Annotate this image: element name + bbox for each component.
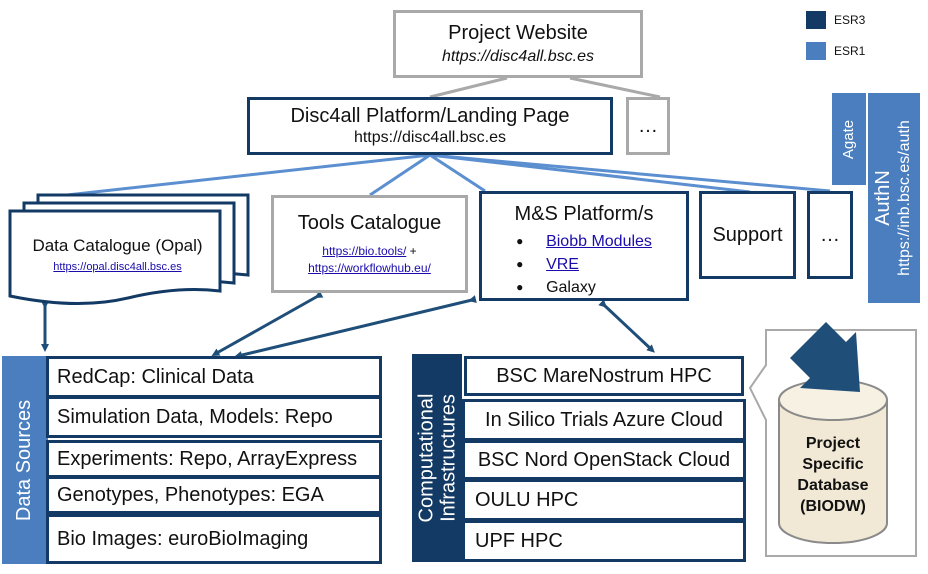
computational-line2: Infrastructures xyxy=(437,394,459,522)
database-arrow-icon xyxy=(790,322,860,392)
legend-swatch-esr3 xyxy=(806,11,826,29)
database-line3: Database xyxy=(797,477,869,494)
ms-datasources-arrow xyxy=(234,295,477,359)
ellipsis-box-second: … xyxy=(807,191,853,279)
legend-swatch-esr1 xyxy=(806,42,826,60)
authn-panel: AuthN https://inb.bsc.es/auth xyxy=(868,93,920,303)
tools-catalogue-line1: https://bio.tools/ + xyxy=(322,243,416,259)
infra-row: UPF HPC xyxy=(462,520,746,562)
landing-page-title: Disc4all Platform/Landing Page xyxy=(290,105,570,127)
database-line2: Specific xyxy=(802,456,864,473)
agate-label: Agate xyxy=(840,119,858,159)
database-line4: (BIODW) xyxy=(800,498,866,515)
tools-plus: + xyxy=(406,244,417,258)
computational-line1: Computational xyxy=(415,393,437,523)
ms-item-vre: ● VRE xyxy=(516,253,652,276)
agate-tab: Agate xyxy=(832,93,866,185)
biobb-link[interactable]: Biobb Modules xyxy=(546,233,652,250)
ms-item-galaxy: ● Galaxy xyxy=(516,276,652,299)
landing-to-ms-line xyxy=(429,153,486,193)
infra-label: BSC MareNostrum HPC xyxy=(496,364,712,387)
bullet-icon: ● xyxy=(516,280,524,294)
data-source-label: Experiments: Repo, ArrayExpress xyxy=(57,447,358,470)
tools-catalogue-box: Tools Catalogue https://bio.tools/ + htt… xyxy=(271,195,468,293)
data-sources-label: Data Sources xyxy=(13,399,36,521)
website-to-ellipsis-line xyxy=(569,76,661,99)
vre-link[interactable]: VRE xyxy=(546,256,579,273)
legend-item-esr3: ESR3 xyxy=(806,11,865,29)
computational-text: Computational Infrastructures xyxy=(415,394,459,523)
ellipsis-second-text: … xyxy=(820,224,840,246)
database-cylinder xyxy=(778,379,888,544)
authn-url: https://inb.bsc.es/auth xyxy=(896,120,913,276)
data-source-label: Simulation Data, Models: Repo xyxy=(57,405,333,428)
landing-to-data-catalogue-line xyxy=(39,153,431,200)
infra-row: OULU HPC xyxy=(462,479,746,521)
ms-platform-title: M&S Platform/s xyxy=(514,203,654,225)
authn-label: AuthN xyxy=(872,170,894,226)
ms-platform-box: M&S Platform/s ● Biobb Modules ● VRE ● Gala… xyxy=(479,191,689,301)
project-website-box: Project Website https://disc4all.bsc.es xyxy=(393,10,643,78)
website-to-landing-line xyxy=(429,76,508,99)
data-catalogue-stack xyxy=(8,193,250,306)
galaxy-label: Galaxy xyxy=(546,279,596,296)
computational-panel: Computational Infrastructures xyxy=(412,354,462,562)
legend-item-esr1: ESR1 xyxy=(806,42,865,60)
infra-label: BSC Nord OpenStack Cloud xyxy=(477,448,731,471)
data-sources-panel: Data Sources xyxy=(2,356,48,564)
ellipsis-box-top: … xyxy=(626,97,670,155)
infra-label: In Silico Trials Azure Cloud xyxy=(485,408,723,431)
infra-row: In Silico Trials Azure Cloud xyxy=(462,399,746,441)
legend: ESR3 ESR1 xyxy=(806,6,926,66)
data-catalogue-url[interactable]: https://opal.disc4all.bsc.es xyxy=(53,261,182,273)
legend-label-esr1: ESR1 xyxy=(834,44,866,58)
tools-catalogue-title: Tools Catalogue xyxy=(297,212,442,234)
database-label: Project Specific Database (BIODW) xyxy=(779,433,887,517)
data-source-row: Simulation Data, Models: Repo xyxy=(46,396,382,438)
data-source-label: Genotypes, Phenotypes: EGA xyxy=(57,483,324,506)
project-website-title: Project Website xyxy=(448,22,588,44)
biotools-link[interactable]: https://bio.tools/ xyxy=(322,244,407,258)
ms-platform-list: ● Biobb Modules ● VRE ● Galaxy xyxy=(516,230,652,299)
bullet-icon: ● xyxy=(516,257,524,271)
data-source-row: RedCap: Clinical Data xyxy=(46,356,382,398)
data-catalogue-title: Data Catalogue (Opal) xyxy=(32,236,203,255)
database-line1: Project xyxy=(805,435,861,452)
authn-text: AuthN https://inb.bsc.es/auth xyxy=(872,120,916,276)
data-source-label: Bio Images: euroBioImaging xyxy=(57,527,309,550)
landing-page-box: Disc4all Platform/Landing Page https://d… xyxy=(247,97,613,155)
ms-item-biobb: ● Biobb Modules xyxy=(516,230,652,253)
landing-page-url: https://disc4all.bsc.es xyxy=(353,129,507,146)
support-box: Support xyxy=(699,191,796,279)
infra-label: UPF HPC xyxy=(475,529,563,552)
landing-to-ellipsis2-line xyxy=(429,153,831,193)
ellipsis-top-text: … xyxy=(638,115,658,137)
infra-label: OULU HPC xyxy=(475,488,579,511)
workflowhub-link[interactable]: https://workflowhub.eu/ xyxy=(308,261,431,275)
bullet-icon: ● xyxy=(516,234,524,248)
data-source-row: Experiments: Repo, ArrayExpress xyxy=(46,440,382,478)
legend-label-esr3: ESR3 xyxy=(834,13,866,27)
landing-to-tools-line xyxy=(369,153,431,197)
ms-computational-arrow xyxy=(598,299,655,353)
project-website-url: https://disc4all.bsc.es xyxy=(441,48,595,65)
data-source-row: Genotypes, Phenotypes: EGA xyxy=(46,476,382,514)
infra-row: BSC MareNostrum HPC xyxy=(464,356,744,396)
data-source-row: Bio Images: euroBioImaging xyxy=(46,514,382,564)
support-title: Support xyxy=(712,224,783,246)
infra-row: BSC Nord OpenStack Cloud xyxy=(462,440,746,480)
data-source-label: RedCap: Clinical Data xyxy=(57,365,254,388)
